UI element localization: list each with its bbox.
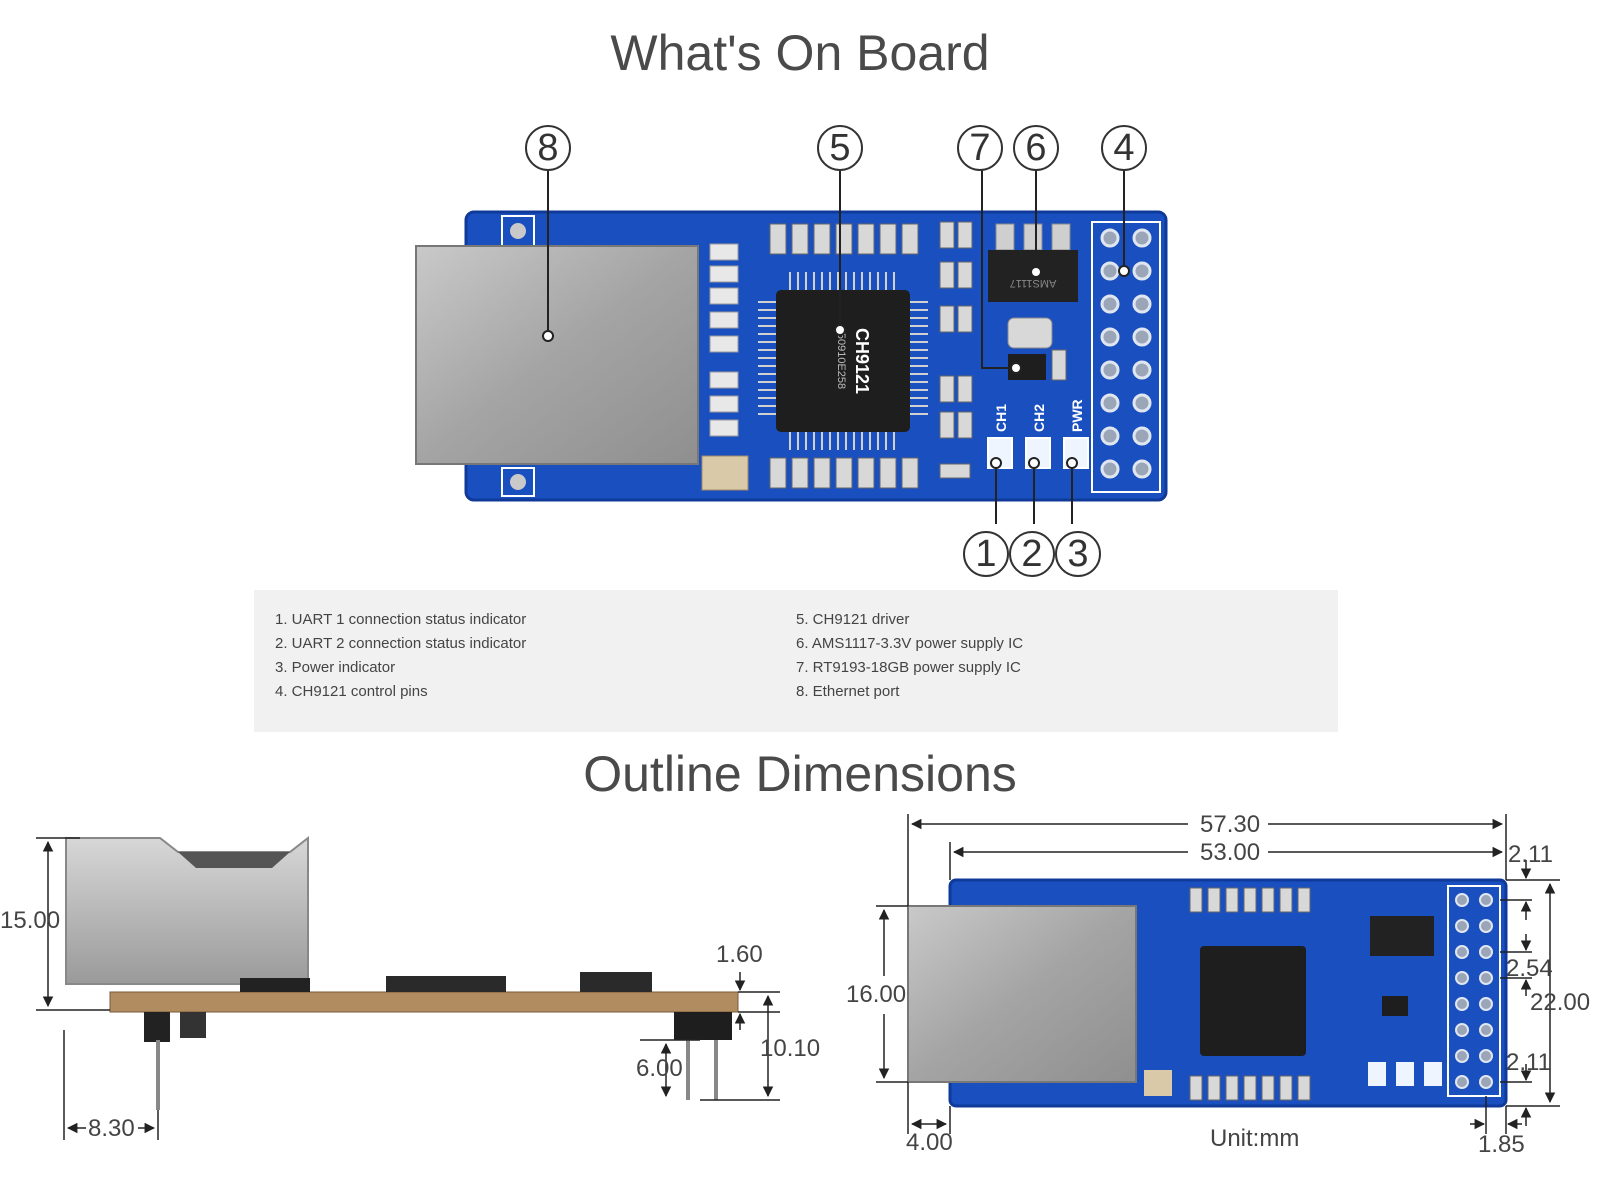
side-view — [65, 835, 739, 1110]
dim-top-left-offset: 4.00 — [906, 1129, 953, 1156]
top-rj45 — [907, 905, 1137, 1083]
callout-7: 7 — [957, 125, 1003, 171]
silk-pwr: PWR — [1069, 399, 1085, 432]
dim-top-rj45-height: 16.00 — [846, 981, 906, 1008]
dim-side-pinlen: 6.00 — [636, 1055, 683, 1082]
legend-right-list: 5. CH9121 driver 6. AMS1117-3.3V power s… — [796, 608, 1023, 704]
reg-code-label: AMS1117 — [1010, 277, 1057, 289]
svg-text:5: 5 — [829, 127, 850, 169]
callout-4: 4 — [1101, 125, 1147, 171]
legend-item-4: 4. CH9121 control pins — [275, 683, 428, 700]
chip-code-label: 50910E258 — [835, 333, 847, 389]
svg-text:8: 8 — [537, 127, 558, 169]
callout-2: 2 — [1009, 531, 1055, 577]
control-pin-header — [1091, 221, 1161, 493]
legend-left-list: 1. UART 1 connection status indicator 2.… — [275, 608, 526, 704]
silk-ch1: CH1 — [993, 404, 1009, 432]
whats-on-board-title: What's On Board — [610, 25, 990, 81]
legend-item-1: 1. UART 1 connection status indicator — [275, 611, 527, 628]
legend-item-5: 5. CH9121 driver — [796, 611, 910, 628]
legend-item-6: 6. AMS1117-3.3V power supply IC — [796, 635, 1024, 652]
dim-top-pitch: 2.54 — [1506, 955, 1553, 982]
svg-text:1: 1 — [975, 533, 996, 575]
svg-text:3: 3 — [1067, 533, 1088, 575]
ethernet-port — [415, 245, 699, 465]
dim-top-right-offset: 1.85 — [1478, 1131, 1525, 1158]
legend-box: 1. UART 1 connection status indicator 2.… — [254, 590, 1338, 732]
callout-1: 1 — [963, 531, 1009, 577]
svg-text:7: 7 — [969, 127, 990, 169]
main-board: CH9121 50910E258 AMS1117 CH1 CH2 PWR — [415, 210, 1168, 502]
svg-text:6: 6 — [1025, 127, 1046, 169]
dim-side-height: 15.00 — [0, 907, 60, 934]
ch9121-chip — [776, 290, 910, 432]
dim-top-width-total: 57.30 — [1200, 811, 1260, 838]
dim-side-left: 8.30 — [88, 1115, 135, 1142]
callout-5: 5 — [817, 125, 863, 171]
dim-top-right-bottom: 2.11 — [1506, 1049, 1551, 1076]
svg-text:4: 4 — [1113, 127, 1134, 169]
legend-item-2: 2. UART 2 connection status indicator — [275, 635, 527, 652]
dim-side-pcb: 1.60 — [716, 941, 763, 968]
unit-label: Unit:mm — [1210, 1125, 1299, 1152]
outline-dimensions-title: Outline Dimensions — [583, 746, 1017, 802]
dim-side-pintotal: 10.10 — [760, 1035, 820, 1062]
legend-item-8: 8. Ethernet port — [796, 683, 900, 700]
silk-ch2: CH2 — [1031, 404, 1047, 432]
legend-item-3: 3. Power indicator — [275, 659, 396, 676]
chip-name-label: CH9121 — [852, 328, 872, 394]
callout-6: 6 — [1013, 125, 1059, 171]
svg-text:2: 2 — [1021, 533, 1042, 575]
dim-top-width-pcb: 53.00 — [1200, 839, 1260, 866]
top-chip — [1200, 946, 1306, 1056]
callout-8: 8 — [525, 125, 571, 171]
top-view — [907, 878, 1508, 1108]
side-rj45 — [65, 835, 309, 985]
callout-3: 3 — [1055, 531, 1101, 577]
side-pcb — [109, 991, 739, 1013]
legend-item-7: 7. RT9193-18GB power supply IC — [796, 659, 1021, 676]
dim-top-height: 22.00 — [1530, 989, 1590, 1016]
dim-top-right-top: 2.11 — [1508, 841, 1553, 868]
